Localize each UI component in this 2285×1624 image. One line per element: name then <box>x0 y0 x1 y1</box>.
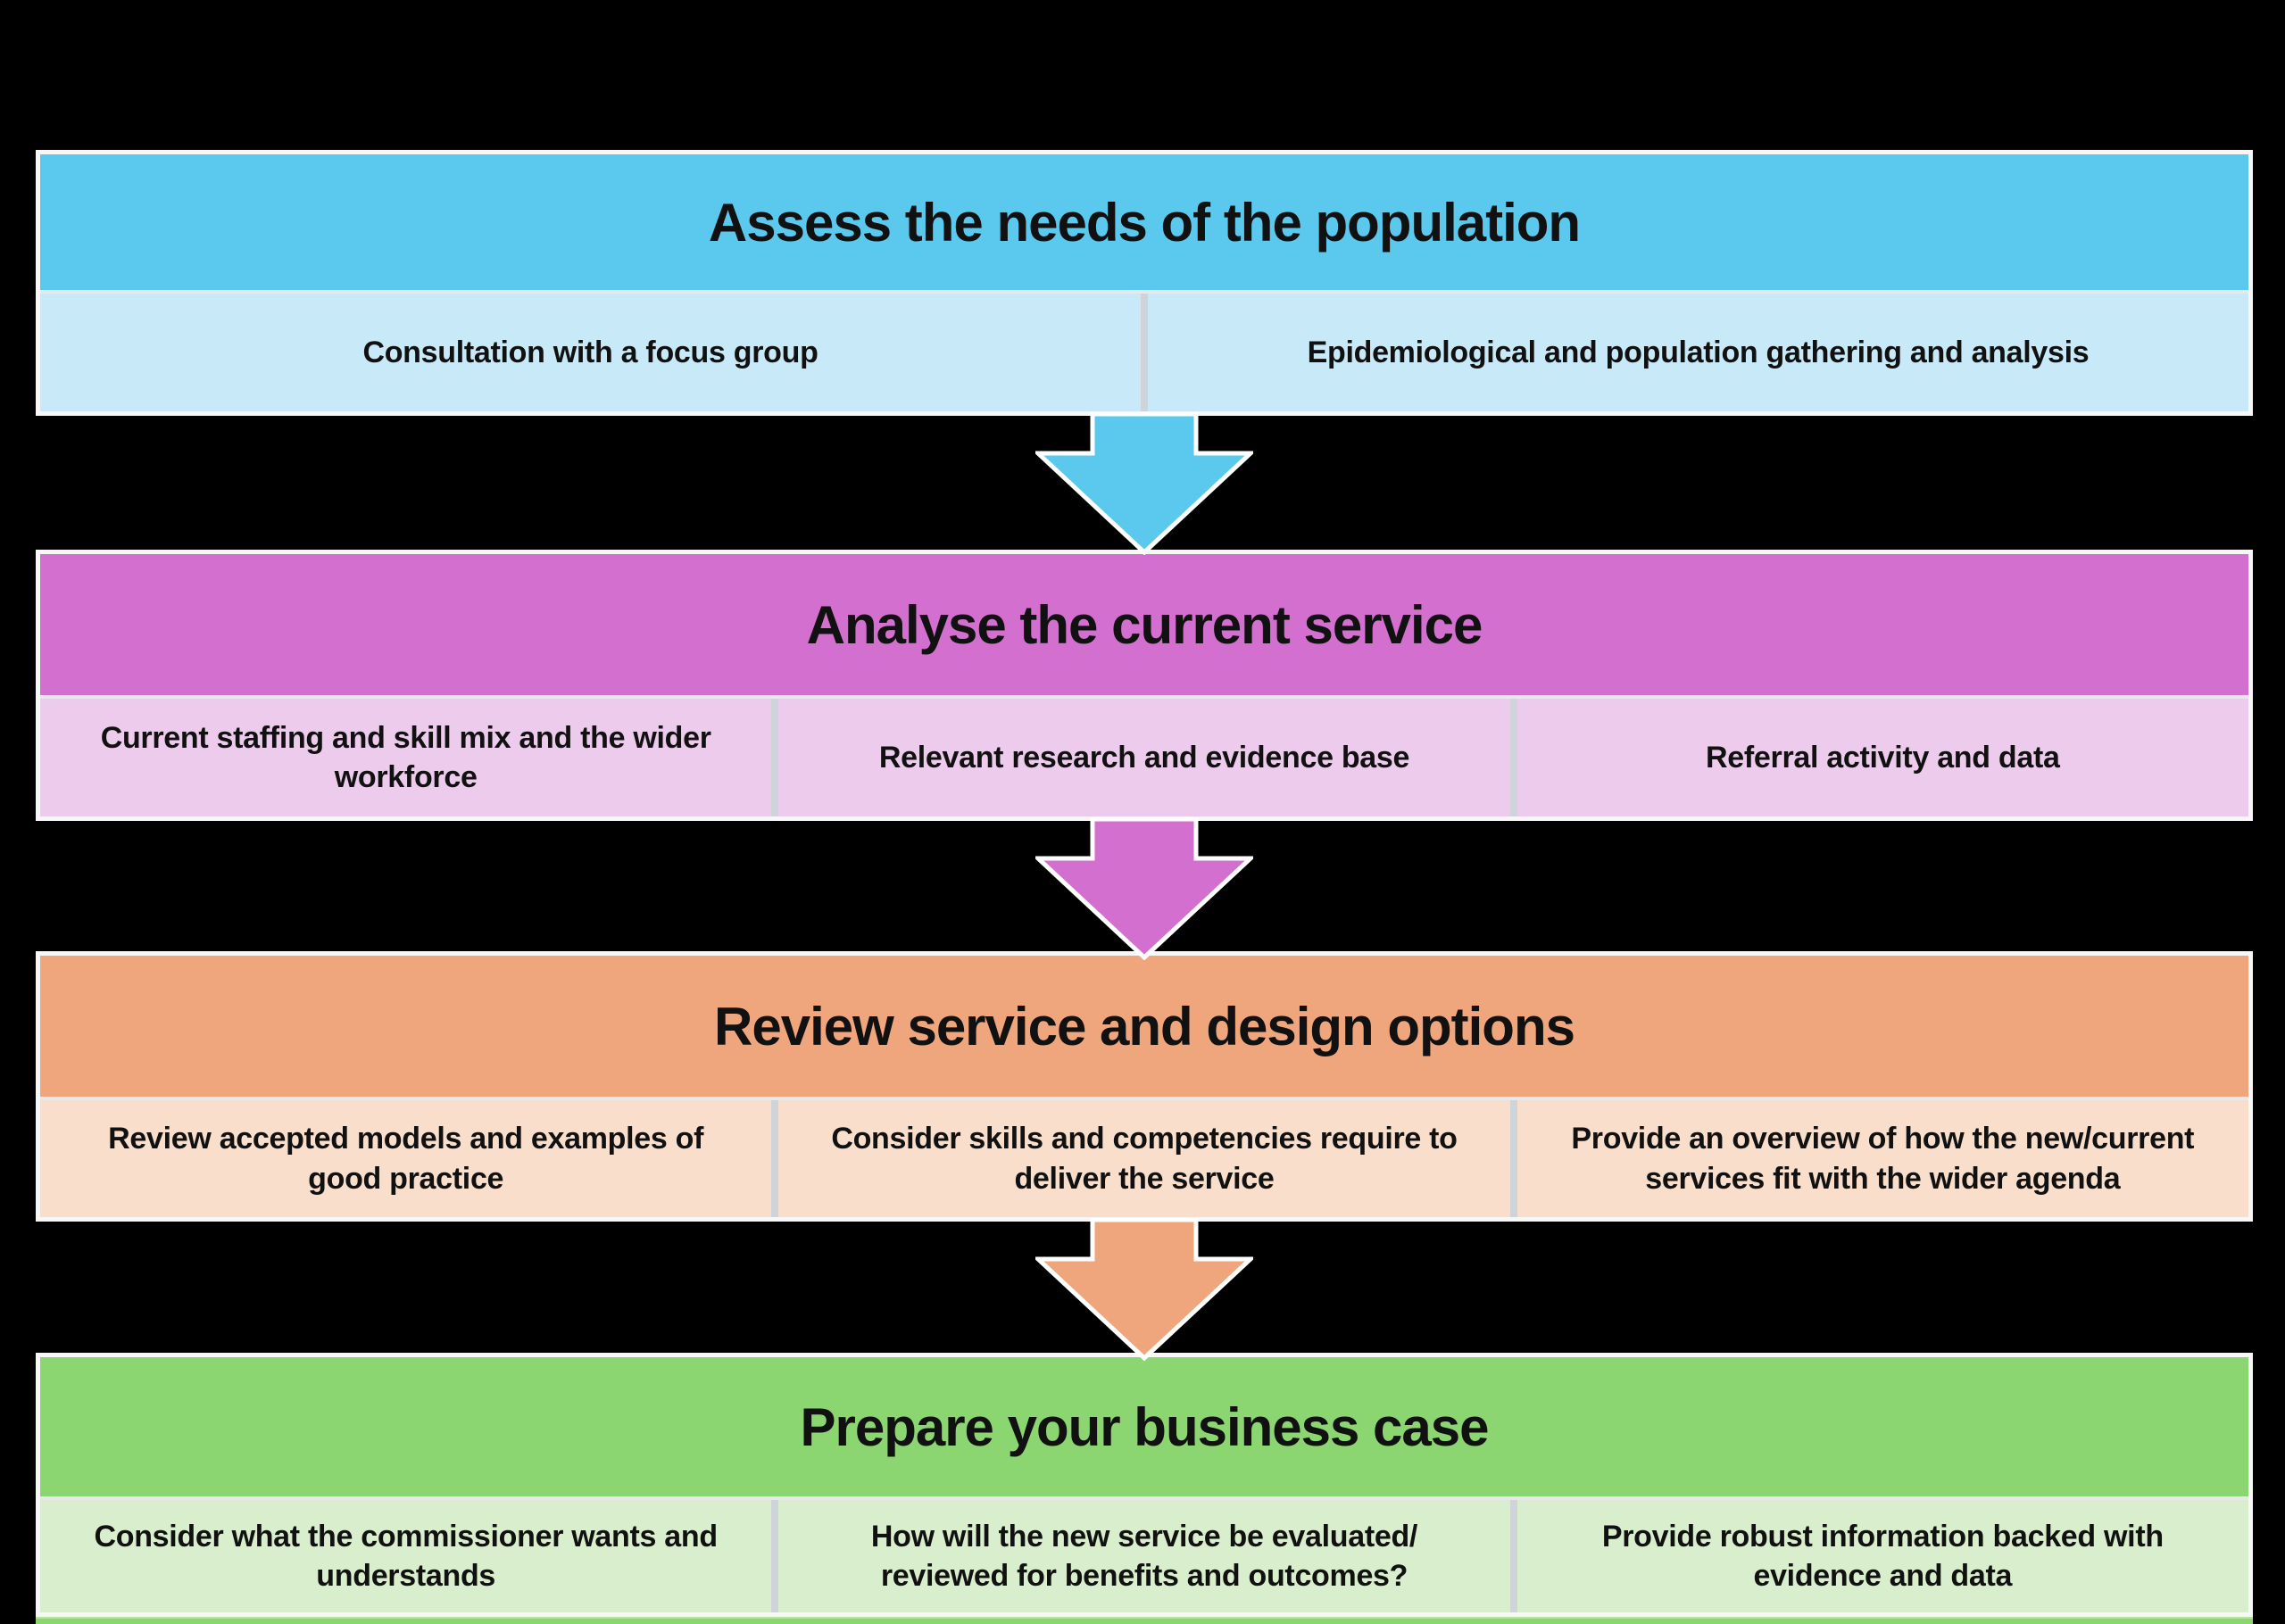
down-arrow-icon <box>1035 817 1253 960</box>
subrow-cell: Consider skills and competencies require… <box>778 1100 1510 1217</box>
band-subrow: Consultation with a focus group Epidemio… <box>40 290 2248 411</box>
down-arrow-shape <box>1035 1218 1253 1361</box>
band-title: Analyse the current service <box>806 594 1483 655</box>
subrow-cell: Review accepted models and examples of g… <box>40 1100 772 1217</box>
subrow-cell: Provide an overview of how the new/curre… <box>1516 1100 2248 1217</box>
cell-label: Consider skills and competencies require… <box>831 1122 1458 1196</box>
band-header: Review service and design options <box>40 956 2248 1097</box>
footer-strip <box>36 1617 2253 1624</box>
subrow-cell: Current staffing and skill mix and the w… <box>40 699 772 816</box>
band-title: Review service and design options <box>714 996 1575 1056</box>
cell-label: How will the new service be evaluated/ r… <box>870 1519 1418 1593</box>
band-analyse-service: Analyse the current service Current staf… <box>36 550 2253 821</box>
band-header: Assess the needs of the population <box>40 154 2248 290</box>
down-arrow-icon <box>1035 412 1253 555</box>
down-arrow-icon <box>1035 1218 1253 1361</box>
cell-label: Referral activity and data <box>1706 740 2060 775</box>
cell-label: Provide robust information backed with e… <box>1601 1519 2164 1593</box>
band-title: Prepare your business case <box>800 1396 1489 1457</box>
cell-label: Review accepted models and examples of g… <box>108 1122 704 1196</box>
cell-label: Consultation with a focus group <box>362 335 818 369</box>
cell-label: Provide an overview of how the new/curre… <box>1571 1122 2195 1196</box>
band-header: Prepare your business case <box>40 1357 2248 1496</box>
band-review-options: Review service and design options Review… <box>36 951 2253 1222</box>
band-subrow: Current staffing and skill mix and the w… <box>40 695 2248 816</box>
subrow-cell: Consultation with a focus group <box>40 294 1141 411</box>
subrow-cell: Relevant research and evidence base <box>778 699 1510 816</box>
subrow-cell: How will the new service be evaluated/ r… <box>778 1500 1510 1612</box>
cell-label: Relevant research and evidence base <box>878 740 1410 775</box>
subrow-cell: Consider what the commissioner wants and… <box>40 1500 772 1612</box>
band-subrow: Consider what the commissioner wants and… <box>40 1496 2248 1612</box>
cell-label: Epidemiological and population gathering… <box>1307 335 2090 369</box>
band-assess-needs: Assess the needs of the population Consu… <box>36 150 2253 416</box>
subrow-cell: Epidemiological and population gathering… <box>1148 294 2248 411</box>
band-title: Assess the needs of the population <box>708 192 1581 253</box>
cell-label: Consider what the commissioner wants and… <box>94 1519 718 1593</box>
cell-label: Current staffing and skill mix and the w… <box>100 720 711 794</box>
subrow-cell: Provide robust information backed with e… <box>1516 1500 2248 1612</box>
down-arrow-shape <box>1035 412 1253 555</box>
down-arrow-shape <box>1035 817 1253 960</box>
band-subrow: Review accepted models and examples of g… <box>40 1097 2248 1217</box>
subrow-cell: Referral activity and data <box>1516 699 2248 816</box>
band-header: Analyse the current service <box>40 554 2248 695</box>
band-prepare-business-case: Prepare your business case Consider what… <box>36 1353 2253 1617</box>
